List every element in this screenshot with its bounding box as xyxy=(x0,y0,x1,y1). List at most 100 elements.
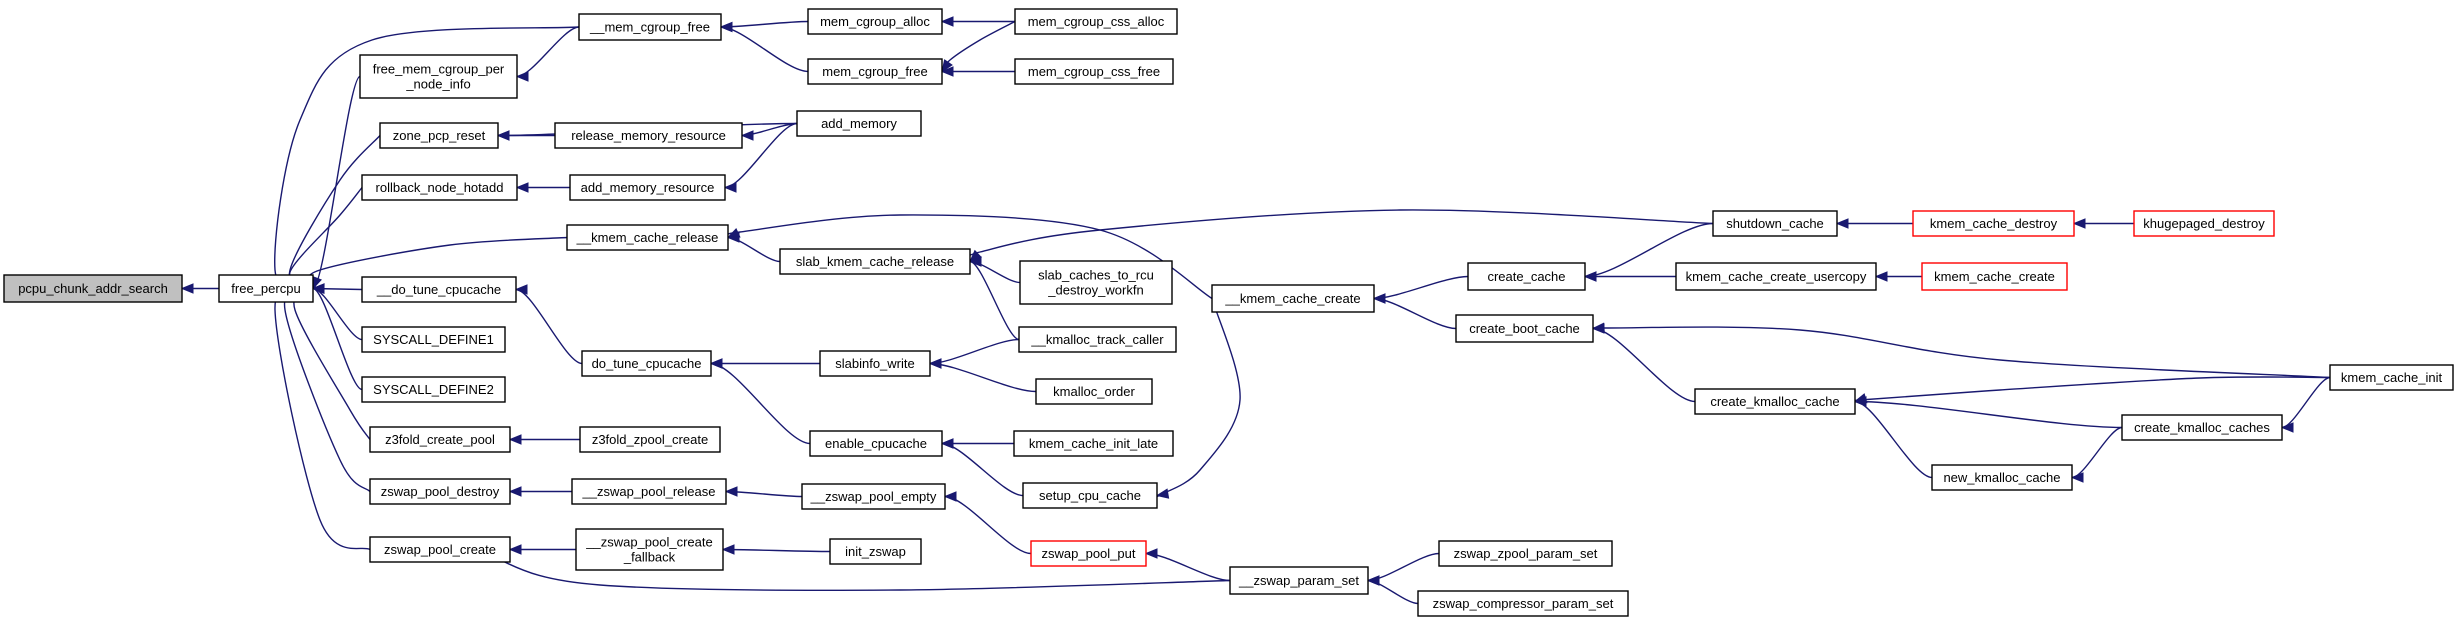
node-do-tune-cpucache-u[interactable]: __do_tune_cpucache xyxy=(361,276,517,303)
node-zswap-pool-destroy[interactable]: zswap_pool_destroy xyxy=(369,478,511,505)
node-kmem-cache-create-usercopy[interactable]: kmem_cache_create_usercopy xyxy=(1675,262,1877,291)
node-pcpu[interactable]: pcpu_chunk_addr_search xyxy=(3,274,183,303)
node-label: kmem_cache_destroy xyxy=(1930,216,2058,231)
node-label: create_kmalloc_cache xyxy=(1710,394,1839,409)
node-slabinfo-write[interactable]: slabinfo_write xyxy=(819,350,931,377)
node-label: __zswap_param_set xyxy=(1238,573,1359,588)
node-zswap-zpool-param-set[interactable]: zswap_zpool_param_set xyxy=(1438,540,1613,567)
node-label: create_boot_cache xyxy=(1469,321,1580,336)
node-label: setup_cpu_cache xyxy=(1039,488,1141,503)
node-kmalloc-order[interactable]: kmalloc_order xyxy=(1035,378,1153,405)
edge-do-tune-cpucache-to-do-tune-cpucache-u xyxy=(514,284,583,365)
node-add-memory-resource[interactable]: add_memory_resource xyxy=(569,174,726,201)
node-zswap-pool-create[interactable]: zswap_pool_create xyxy=(369,536,511,563)
node-kmem-cache-create[interactable]: kmem_cache_create xyxy=(1921,262,2068,291)
node-mem-cgroup-css-free[interactable]: mem_cgroup_css_free xyxy=(1014,58,1174,85)
node-label: __kmem_cache_release xyxy=(576,230,719,245)
node-label: add_memory xyxy=(821,116,897,131)
edge-kmem-cache-create-to-kmem-cache-create-usercopy xyxy=(1874,271,1922,282)
node-do-tune-cpucache[interactable]: do_tune_cpucache xyxy=(581,350,712,377)
node-label: zswap_pool_create xyxy=(384,542,496,557)
node-label: __zswap_pool_empty xyxy=(810,489,937,504)
edge-kmem-cache-create-usercopy-to-create-cache xyxy=(1583,271,1676,282)
node-label: khugepaged_destroy xyxy=(2143,216,2265,231)
node-label: zswap_pool_put xyxy=(1042,546,1136,561)
node-label: new_kmalloc_cache xyxy=(1943,470,2060,485)
edge-zswap-pool-release-to-zswap-pool-destroy xyxy=(508,486,572,497)
node-zswap-param-set[interactable]: __zswap_param_set xyxy=(1229,566,1369,595)
edge-kmem-cache-init-to-create-kmalloc-cache xyxy=(1847,376,2331,404)
node-zswap-pool-create-fallback[interactable]: __zswap_pool_create_fallback xyxy=(575,528,724,571)
node-kmem-cache-release[interactable]: __kmem_cache_release xyxy=(566,224,729,251)
node-enable-cpucache[interactable]: enable_cpucache xyxy=(809,430,943,457)
node-kmem-cache-init-late[interactable]: kmem_cache_init_late xyxy=(1013,430,1174,457)
node-create-kmalloc-cache[interactable]: create_kmalloc_cache xyxy=(1694,388,1856,415)
node-init-zswap[interactable]: init_zswap xyxy=(829,538,922,565)
node-mem-cgroup-alloc[interactable]: mem_cgroup_alloc xyxy=(807,8,943,35)
edge-kmalloc-order-to-slabinfo-write xyxy=(928,358,1037,393)
node-zswap-pool-release[interactable]: __zswap_pool_release xyxy=(571,478,727,505)
node-mem-cgroup-free[interactable]: mem_cgroup_free xyxy=(807,58,943,85)
edge-kmem-cache-create-u-to-kmem-cache-release xyxy=(723,214,1213,300)
node-label: rollback_node_hotadd xyxy=(376,180,504,195)
node-label: __zswap_pool_create xyxy=(585,535,712,550)
edge-kmalloc-track-caller-to-slabinfo-write xyxy=(928,338,1020,369)
node-release-memory-resource[interactable]: release_memory_resource xyxy=(554,122,743,149)
edge-syscall-define2-to-free-percpu xyxy=(311,283,363,391)
node-label: add_memory_resource xyxy=(581,180,715,195)
node-label: release_memory_resource xyxy=(571,128,726,143)
edge-syscall-define1-to-free-percpu xyxy=(311,283,363,341)
edge-z3fold-zpool-create-to-z3fold-create-pool xyxy=(508,434,580,445)
node-create-boot-cache[interactable]: create_boot_cache xyxy=(1455,314,1594,343)
node-mem-cgroup-css-alloc[interactable]: mem_cgroup_css_alloc xyxy=(1014,8,1178,35)
edge-add-memory-resource-to-rollback-node-hotadd xyxy=(515,182,570,193)
node-syscall-define2[interactable]: SYSCALL_DEFINE2 xyxy=(361,376,506,403)
node-label: z3fold_zpool_create xyxy=(592,432,708,447)
node-shutdown-cache[interactable]: shutdown_cache xyxy=(1712,210,1838,237)
edge-khugepaged-destroy-to-kmem-cache-destroy xyxy=(2072,218,2134,229)
node-slab-caches-to-rcu[interactable]: slab_caches_to_rcu_destroy_workfn xyxy=(1019,260,1173,305)
edge-mem-cgroup-css-alloc-to-mem-cgroup-free xyxy=(941,20,1016,73)
edge-shutdown-cache-to-slab-kmem-cache-release xyxy=(966,209,1714,263)
node-create-cache[interactable]: create_cache xyxy=(1467,262,1586,291)
node-label: SYSCALL_DEFINE1 xyxy=(373,332,494,347)
node-label: z3fold_create_pool xyxy=(385,432,495,447)
node-kmem-cache-create-u[interactable]: __kmem_cache_create xyxy=(1211,284,1375,313)
node-label: kmem_cache_create xyxy=(1934,269,2055,284)
node-kmem-cache-destroy[interactable]: kmem_cache_destroy xyxy=(1912,210,2075,237)
node-label: slab_kmem_cache_release xyxy=(796,254,954,269)
edge-zswap-pool-create-fallback-to-zswap-pool-create xyxy=(508,544,576,555)
edge-kmalloc-track-caller-to-slab-kmem-cache-release xyxy=(968,256,1020,341)
node-zswap-compressor-param-set[interactable]: zswap_compressor_param_set xyxy=(1417,590,1629,617)
node-free-percpu[interactable]: free_percpu xyxy=(218,274,314,303)
node-label: zswap_pool_destroy xyxy=(381,484,500,499)
node-create-kmalloc-caches[interactable]: create_kmalloc_caches xyxy=(2121,414,2283,441)
node-slab-kmem-cache-release[interactable]: slab_kmem_cache_release xyxy=(779,248,971,275)
node-add-memory[interactable]: add_memory xyxy=(796,110,922,137)
node-free-mem-cgroup-per-node-info[interactable]: free_mem_cgroup_per_node_info xyxy=(359,54,518,99)
edge-init-zswap-to-zswap-pool-create-fallback xyxy=(721,544,831,555)
node-kmem-cache-init[interactable]: kmem_cache_init xyxy=(2329,364,2454,391)
node-label: create_kmalloc_caches xyxy=(2134,420,2270,435)
node-zswap-pool-put[interactable]: zswap_pool_put xyxy=(1030,540,1147,567)
node-setup-cpu-cache[interactable]: setup_cpu_cache xyxy=(1022,482,1158,509)
node-zswap-pool-empty[interactable]: __zswap_pool_empty xyxy=(801,483,946,510)
edge-mem-cgroup-css-free-to-mem-cgroup-free xyxy=(940,66,1015,77)
edge-zswap-compressor-param-set-to-zswap-param-set xyxy=(1366,575,1419,605)
node-kmalloc-track-caller[interactable]: __kmalloc_track_caller xyxy=(1018,326,1177,353)
edge-kmem-cache-init-to-create-kmalloc-caches xyxy=(2280,376,2331,433)
node-khugepaged-destroy[interactable]: khugepaged_destroy xyxy=(2133,210,2275,237)
node-new-kmalloc-cache[interactable]: new_kmalloc_cache xyxy=(1931,464,2073,491)
node-syscall-define1[interactable]: SYSCALL_DEFINE1 xyxy=(361,326,506,353)
edge-z3fold-create-pool-to-free-percpu xyxy=(293,287,371,440)
node-rollback-node-hotadd[interactable]: rollback_node_hotadd xyxy=(361,174,518,201)
edge-create-kmalloc-cache-to-create-boot-cache xyxy=(1591,323,1696,403)
node-zone-pcp-reset[interactable]: zone_pcp_reset xyxy=(379,122,499,149)
edge-new-kmalloc-cache-to-create-kmalloc-cache xyxy=(1853,396,1933,479)
node-label: zone_pcp_reset xyxy=(393,128,486,143)
node-z3fold-create-pool[interactable]: z3fold_create_pool xyxy=(369,426,511,453)
node-mem-cgroup-free-u[interactable]: __mem_cgroup_free xyxy=(578,13,722,41)
node-z3fold-zpool-create[interactable]: z3fold_zpool_create xyxy=(579,426,721,453)
node-label: __zswap_pool_release xyxy=(582,484,716,499)
